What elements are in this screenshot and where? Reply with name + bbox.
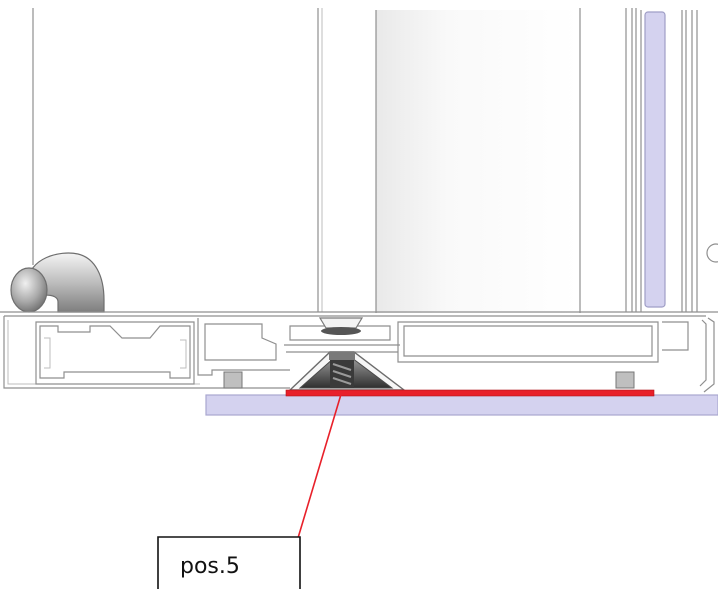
right-wall-hole [706,243,718,263]
right-track-chamber [397,321,689,363]
bottom-track-frame [0,311,718,393]
right-side-profile [625,8,698,312]
support-feet [223,371,635,389]
upper-frame-lines [32,8,323,312]
center-glass-panel [376,10,580,313]
mount-plate [284,317,400,353]
callout-leader-line [297,390,343,539]
floor-glass-strip [205,394,718,416]
highlight-strip-pos5 [285,389,655,397]
middle-step-profile [204,323,277,361]
handle-knob [10,252,105,313]
right-glass-strip [644,11,666,308]
left-chamber-profile [35,321,195,385]
screw-seat [288,351,407,391]
callout-box-pos5: pos.5 [157,536,301,589]
callout-label: pos.5 [180,554,240,579]
